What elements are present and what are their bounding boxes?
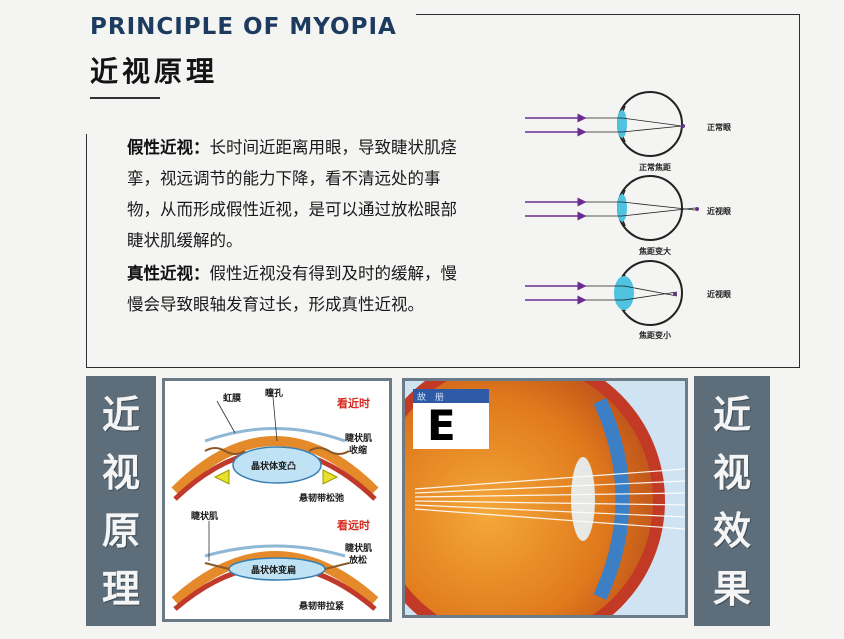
title-underline [90, 97, 160, 99]
pseudo-myopia-text: 长时间近距离用眼，导致睫状肌痉挛，视远调节的能力下降，看不清远处的事物，从而形成… [127, 138, 457, 250]
eye3-caption: 焦距变小 [639, 331, 671, 340]
label-lens-flat: 晶状体变扁 [251, 566, 297, 576]
title-chinese: 近视原理 [90, 55, 219, 88]
label-ciliary-contract-2: 收缩 [349, 446, 368, 456]
pseudo-myopia-paragraph: 假性近视：长时间近距离用眼，导致睫状肌痉挛，视远调节的能力下降，看不清远处的事物… [127, 132, 472, 256]
eye2-label: 近视眼 [707, 207, 731, 216]
true-myopia-paragraph: 真性近视：假性近视没有得到及时的缓解，慢慢会导致眼轴发育过长，形成真性近视。 [127, 258, 472, 320]
eye-chart-caption: 故 册 [417, 393, 447, 403]
top-frame [86, 14, 800, 368]
principle-diagram-box: 虹膜 瞳孔 看近时 睫状肌 收缩 晶状体变凸 悬韧带松弛 睫状肌 看远时 睫状肌… [162, 378, 392, 622]
near-vision-figure [171, 396, 379, 501]
effect-image-box: 故 册 E [402, 378, 688, 618]
label-ciliary-contract-1: 睫状肌 [345, 434, 373, 444]
eye2-caption: 焦距变大 [639, 247, 671, 256]
eye1-label: 正常眼 [707, 123, 731, 132]
eye-chart-card: 故 册 E [413, 389, 489, 449]
eye-chart-letter: E [427, 401, 456, 450]
true-myopia-text: 假性近视没有得到及时的缓解，慢慢会导致眼轴发育过长，形成真性近视。 [127, 264, 457, 314]
far-vision-figure [171, 521, 379, 611]
title-english: PRINCIPLE OF MYOPIA [90, 14, 397, 40]
eye1-caption: 正常焦距 [639, 163, 671, 172]
frame-top-line [416, 14, 799, 15]
frame-left-line [86, 134, 87, 367]
label-pupil: 瞳孔 [265, 389, 284, 399]
ciliary-diagram-svg [171, 396, 379, 611]
label-iris: 虹膜 [223, 394, 242, 404]
eye-optics-diagram: 正常眼 正常焦距 近视眼 焦距变大 近视眼 焦距变小 [525, 86, 755, 350]
left-panel-char: 近 [101, 393, 140, 437]
label-zonule-tight: 悬韧带拉紧 [299, 602, 345, 612]
label-lens-convex: 晶状体变凸 [251, 462, 297, 472]
label-look-near: 看近时 [337, 397, 370, 410]
right-panel-char: 效 [712, 509, 751, 553]
label-zonule-relax: 悬韧带松弛 [299, 494, 345, 504]
label-ciliary-relax-1: 睫状肌 [345, 544, 373, 554]
right-side-panel: 近 视 效 果 [694, 376, 770, 626]
right-panel-char: 视 [712, 451, 751, 495]
normal-eye-figure [525, 91, 685, 157]
myopic-eye-figure-2 [525, 260, 683, 326]
right-panel-char: 近 [712, 393, 751, 437]
myopic-eye-figure-1 [525, 175, 699, 241]
right-panel-char: 果 [712, 567, 751, 611]
description-text: 假性近视：长时间近距离用眼，导致睫状肌痉挛，视远调节的能力下降，看不清远处的事物… [127, 132, 472, 322]
left-panel-char: 原 [101, 509, 140, 553]
pseudo-myopia-label: 假性近视： [127, 138, 210, 157]
true-myopia-label: 真性近视： [127, 264, 210, 283]
label-ciliary-relax-2: 放松 [349, 556, 368, 566]
eye3-label: 近视眼 [707, 290, 731, 299]
left-panel-char: 视 [101, 451, 140, 495]
label-look-far: 看远时 [337, 519, 370, 532]
left-panel-char: 理 [101, 567, 140, 611]
eye-optics-svg [525, 91, 699, 326]
left-side-panel: 近 视 原 理 [86, 376, 156, 626]
label-ciliary-muscle: 睫状肌 [191, 512, 219, 522]
